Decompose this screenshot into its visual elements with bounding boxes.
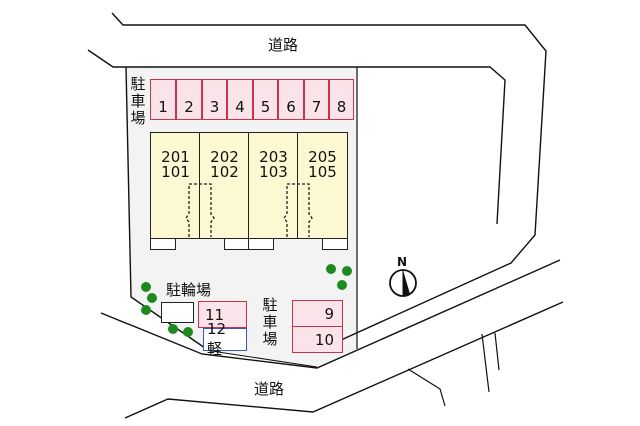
parking-space-2[interactable]: 2 <box>176 79 202 120</box>
unit-number-upper: 201 <box>161 148 190 166</box>
compass-north-label: N <box>397 255 408 269</box>
lot-bottom-inner <box>204 349 318 368</box>
parking-space-8[interactable]: 8 <box>329 79 354 120</box>
side-street-edge-3 <box>494 332 500 371</box>
entrance-step-103 <box>248 238 274 250</box>
south-road-edge-south <box>124 301 564 419</box>
entrance-step-101 <box>150 238 176 250</box>
parking-space-10[interactable]: 10 <box>292 326 343 353</box>
tree-icon <box>326 264 336 274</box>
label-char: 駐 <box>262 296 278 314</box>
parking-space-4[interactable]: 4 <box>227 79 253 120</box>
label-char: 場 <box>130 109 146 127</box>
unit-number-upper: 203 <box>259 148 288 166</box>
entrance-step-102 <box>224 238 250 250</box>
building-unit-105-205[interactable]: 205 105 <box>297 132 348 239</box>
unit-number-lower: 102 <box>210 163 239 181</box>
building-unit-101-201[interactable]: 201 101 <box>150 132 201 239</box>
parking-space-3[interactable]: 3 <box>202 79 227 120</box>
tree-icon <box>168 324 178 334</box>
unit-number-lower: 105 <box>308 163 337 181</box>
label-char: 場 <box>262 330 278 348</box>
parking-space-5[interactable]: 5 <box>253 79 278 120</box>
label-char: 駐 <box>130 75 146 93</box>
north-road-label: 道路 <box>268 36 299 54</box>
tree-icon <box>342 266 352 276</box>
parking-space-11[interactable]: 11 <box>198 301 247 328</box>
parking-space-6[interactable]: 6 <box>278 79 304 120</box>
south-road-label: 道路 <box>254 380 285 398</box>
tree-icon <box>141 282 151 292</box>
unit-number-lower: 101 <box>161 163 190 181</box>
label-char: 車 <box>262 313 278 331</box>
tree-icon <box>337 280 347 290</box>
unit-number-upper: 202 <box>210 148 239 166</box>
north-arrow-icon <box>389 269 417 297</box>
south-road-edge-north <box>100 259 561 369</box>
north-road-edge-inner <box>87 49 506 225</box>
tree-icon <box>141 305 151 315</box>
bicycle-parking-area[interactable] <box>161 302 194 323</box>
north-road-edge-outer <box>111 12 547 346</box>
parking-space-9[interactable]: 9 <box>292 300 343 327</box>
parking-space-7[interactable]: 7 <box>304 79 329 120</box>
building-unit-102-202[interactable]: 202 102 <box>199 132 250 239</box>
south-parking-label: 駐 車 場 <box>262 297 278 348</box>
parking-space-12-kei[interactable]: 12軽 <box>203 320 247 358</box>
side-street-edge-2 <box>481 333 490 393</box>
building-unit-103-203[interactable]: 203 103 <box>248 132 299 239</box>
unit-number-lower: 103 <box>259 163 288 181</box>
label-char: 車 <box>130 92 146 110</box>
side-street-edge-1 <box>407 368 446 407</box>
tree-icon <box>147 293 157 303</box>
parking-space-1[interactable]: 1 <box>150 79 176 120</box>
lot-left-edge <box>125 66 206 349</box>
north-parking-label: 駐 車 場 <box>130 76 146 127</box>
entrance-step-105 <box>322 238 348 250</box>
unit-number-upper: 205 <box>308 148 337 166</box>
bicycle-parking-label: 駐輪場 <box>166 281 212 299</box>
tree-icon <box>183 327 193 337</box>
